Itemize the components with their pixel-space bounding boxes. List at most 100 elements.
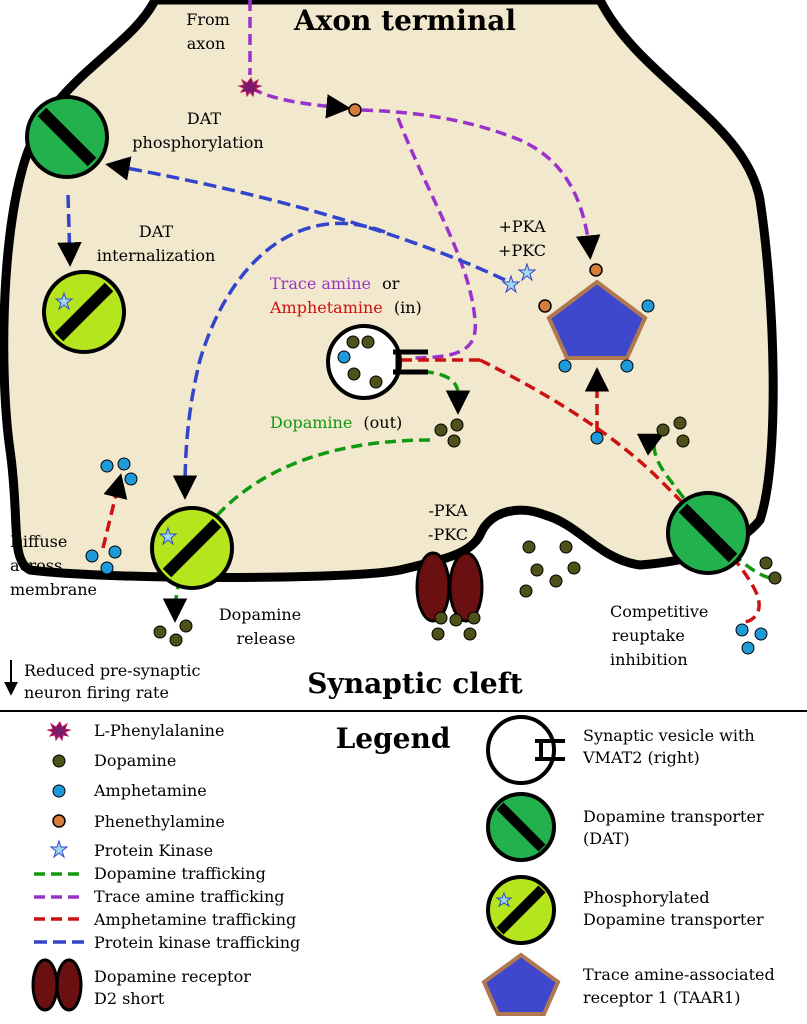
phenethylamine-icon <box>348 103 362 117</box>
cleft-dopamine-6 <box>519 584 533 598</box>
legend-vesicle-label-1: Synaptic vesicle with <box>583 726 755 745</box>
dopamine-icon <box>52 754 66 768</box>
taar1-receptor-icon <box>546 279 648 360</box>
dopamine-path-vesicle-out <box>371 369 471 415</box>
kinase-path-internalization <box>57 194 82 267</box>
dat-phos-label-2: phosphorylation <box>132 133 263 152</box>
trace-amine-amph-label-1: Trace amine or <box>270 274 400 293</box>
cleft-dopamine-9 <box>467 611 481 625</box>
diffuse-amph-2 <box>117 457 131 471</box>
internalized-phospho-dat-icon <box>42 270 126 354</box>
dopamine-reuptake-2 <box>656 423 670 437</box>
amphetamine-path-diffuse <box>101 473 128 549</box>
taar1-amph-1 <box>641 299 655 313</box>
taar1-pea-2 <box>538 299 552 313</box>
legend-phospho-dat-icon <box>486 875 556 945</box>
legend-vesicle-label-2: VMAT2 (right) <box>582 748 700 767</box>
amph-below-taar1 <box>590 431 604 445</box>
dopamine-out-2 <box>450 418 464 432</box>
cleft-amph-4 <box>735 623 749 637</box>
legend-item-dopamine-trafficking: Dopamine trafficking <box>94 864 266 883</box>
dopamine-reuptake-1 <box>673 416 687 430</box>
dopamine-path-reuptake <box>636 433 771 580</box>
pkc-label: +PKC <box>498 241 546 260</box>
cleft-amph-2 <box>108 545 122 559</box>
minus-pkc-label: -PKC <box>428 525 468 544</box>
cleft-dopamine-11 <box>463 627 477 641</box>
trace-amine-path-to-vesicle <box>396 117 478 360</box>
legend-d2-label-2: D2 short <box>94 989 165 1008</box>
legend-dat-label-2: (DAT) <box>583 829 630 848</box>
phenethylamine-icon <box>52 814 66 828</box>
cleft-dopamine-2 <box>559 540 573 554</box>
cleft-dopamine-10 <box>431 627 445 641</box>
trace-amine-text: Trace amine <box>270 274 371 293</box>
cleft-amph-6 <box>741 641 755 655</box>
dat-int-label-2: internalization <box>97 246 216 265</box>
cleft-amph-1 <box>85 549 99 563</box>
legend-item-phenylalanine: L-Phenylalanine <box>94 721 224 740</box>
diffuse-label-1: Diffuse <box>10 532 67 551</box>
legend-item-kinase-trafficking: Protein kinase trafficking <box>94 933 300 952</box>
release-dopamine-2 <box>169 633 183 647</box>
dopamine-out-1 <box>434 423 448 437</box>
legend-phospho-label-1: Phosphorylated <box>583 888 710 907</box>
dat-phos-label-1: DAT <box>187 109 222 128</box>
legend-item-phenethylamine: Phenethylamine <box>94 812 225 831</box>
cleft-dopamine-8 <box>449 613 463 627</box>
dat-transporter-icon <box>25 95 109 179</box>
out-text: (out) <box>363 413 402 432</box>
legend-d2-label-1: Dopamine receptor <box>94 967 251 986</box>
release-label-2: release <box>237 629 296 648</box>
legend-dat-label-1: Dopamine transporter <box>583 807 764 826</box>
trace-amine-amph-label-2: Amphetamine (in) <box>269 298 422 317</box>
diffuse-label-3: membrane <box>10 580 97 599</box>
in-text: (in) <box>394 298 422 317</box>
vesicle-dopamine-1 <box>346 335 360 349</box>
dopamine-out-label: Dopamine (out) <box>270 413 402 432</box>
reuptake-cleft-dopamine-1 <box>759 556 773 570</box>
trace-amine-path-to-taar1 <box>361 108 601 260</box>
competitive-label-2: reuptake <box>612 626 685 645</box>
legend-taar1-icon <box>481 952 561 1016</box>
competitive-label-1: Competitive <box>610 602 708 621</box>
or-text: or <box>382 274 400 293</box>
phenylalanine-icon <box>46 721 72 742</box>
legend-item-amphetamine-trafficking: Amphetamine trafficking <box>93 910 296 929</box>
vesicle-dopamine-4 <box>369 375 383 389</box>
taar1-amph-3 <box>620 359 634 373</box>
kinase-path-phosphorylation <box>105 156 506 282</box>
release-phospho-dat-icon <box>150 506 234 590</box>
release-label-1: Dopamine <box>219 605 301 624</box>
legend-taar1-label-2: receptor 1 (TAAR1) <box>583 988 740 1007</box>
legend-d2-icon <box>31 958 83 1012</box>
vesicle-dopamine-2 <box>361 335 375 349</box>
legend-vesicle-icon <box>486 715 565 785</box>
reuptake-dat-icon <box>666 491 750 575</box>
dopamine-text: Dopamine <box>270 413 352 432</box>
amphetamine-text: Amphetamine <box>269 298 383 317</box>
legend-item-trace-amine-trafficking: Trace amine trafficking <box>94 887 284 906</box>
cleft-amph-5 <box>754 627 768 641</box>
diffuse-amph-1 <box>100 459 114 473</box>
kinase-path-release-dat <box>172 221 386 500</box>
release-dopamine-3 <box>179 619 193 633</box>
cleft-dopamine-5 <box>549 574 563 588</box>
legend-item-amphetamine: Amphetamine <box>93 781 207 800</box>
cleft-dopamine-7 <box>434 611 448 625</box>
from-axon-label-2: axon <box>187 34 226 53</box>
taar1-pea-1 <box>589 263 603 277</box>
protein-kinase-icon <box>49 839 69 859</box>
axon-terminal <box>0 0 778 582</box>
legend-item-protein-kinase: Protein Kinase <box>94 841 213 860</box>
from-axon-label-1: From <box>186 10 230 29</box>
dat-int-label-1: DAT <box>139 222 174 241</box>
vesicle-amphetamine <box>337 350 351 364</box>
protein-kinase-star-1 <box>501 274 521 294</box>
protein-kinase-star-2 <box>517 262 537 282</box>
pka-label: +PKA <box>498 217 545 236</box>
competitive-label-3: inhibition <box>610 650 688 669</box>
legend-item-dopamine: Dopamine <box>94 751 176 770</box>
dopamine-reuptake-3 <box>676 434 690 448</box>
